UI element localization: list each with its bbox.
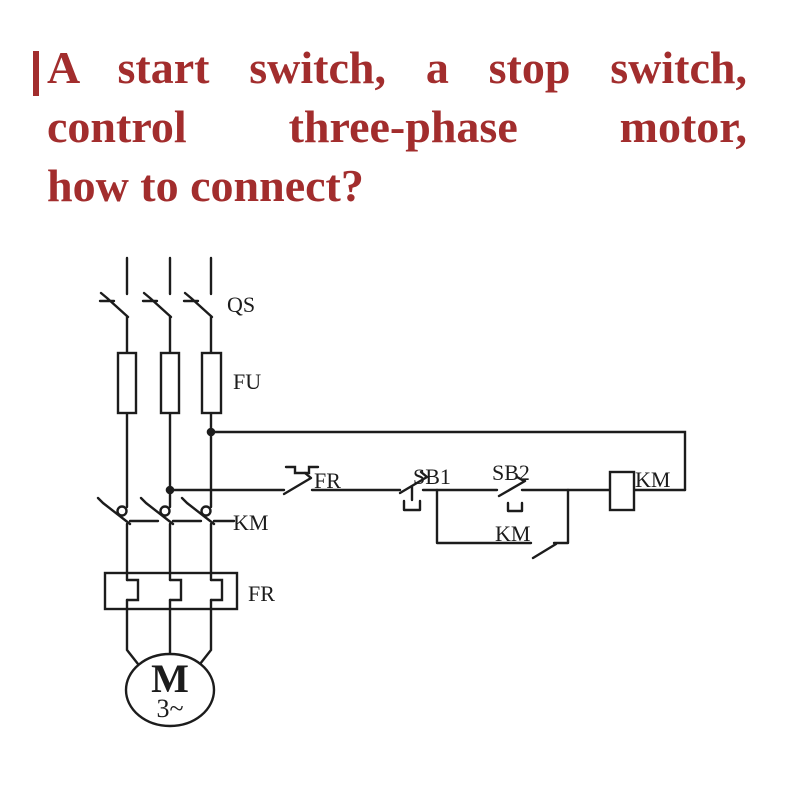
sb2-start-button-symbol bbox=[497, 475, 527, 513]
motor-letter: M bbox=[151, 656, 189, 701]
km-aux-contact-branch bbox=[435, 488, 570, 560]
title-line-3: how to connect? bbox=[47, 160, 364, 211]
question-title: A start switch, a stop switch, control t… bbox=[33, 38, 747, 215]
control-top-rail bbox=[209, 430, 687, 492]
motor-symbol: M 3~ bbox=[124, 652, 216, 728]
qs-disconnect-switch-symbol bbox=[98, 291, 214, 319]
fu-fuse-symbols bbox=[116, 351, 223, 415]
fr-contact-label: FR bbox=[314, 468, 341, 493]
title-line-2: control three-phase motor, bbox=[47, 101, 747, 152]
fr-heater-label: FR bbox=[248, 581, 275, 606]
km-main-contacts-symbol bbox=[96, 496, 236, 526]
motor-feed-lines bbox=[125, 598, 213, 666]
title-line-1: A start switch, a stop switch, bbox=[47, 42, 747, 93]
fr-nc-contact-symbol bbox=[282, 465, 320, 496]
junction-dots bbox=[165, 427, 216, 495]
sb1-stop-button-symbol bbox=[398, 470, 429, 512]
fu-label: FU bbox=[233, 369, 261, 394]
phase-supply-lines bbox=[125, 256, 213, 296]
km-coil-symbol bbox=[608, 470, 636, 512]
sb1-label: SB1 bbox=[413, 464, 451, 489]
sb2-label: SB2 bbox=[492, 460, 530, 485]
km-main-label: KM bbox=[233, 510, 268, 535]
motor-phase-mark: 3~ bbox=[156, 694, 183, 723]
km-aux-label: KM bbox=[495, 521, 530, 546]
qs-label: QS bbox=[227, 292, 255, 317]
title-accent-bar bbox=[33, 51, 39, 96]
phase-lower-lines bbox=[125, 522, 213, 582]
km-coil-label: KM bbox=[635, 467, 670, 492]
